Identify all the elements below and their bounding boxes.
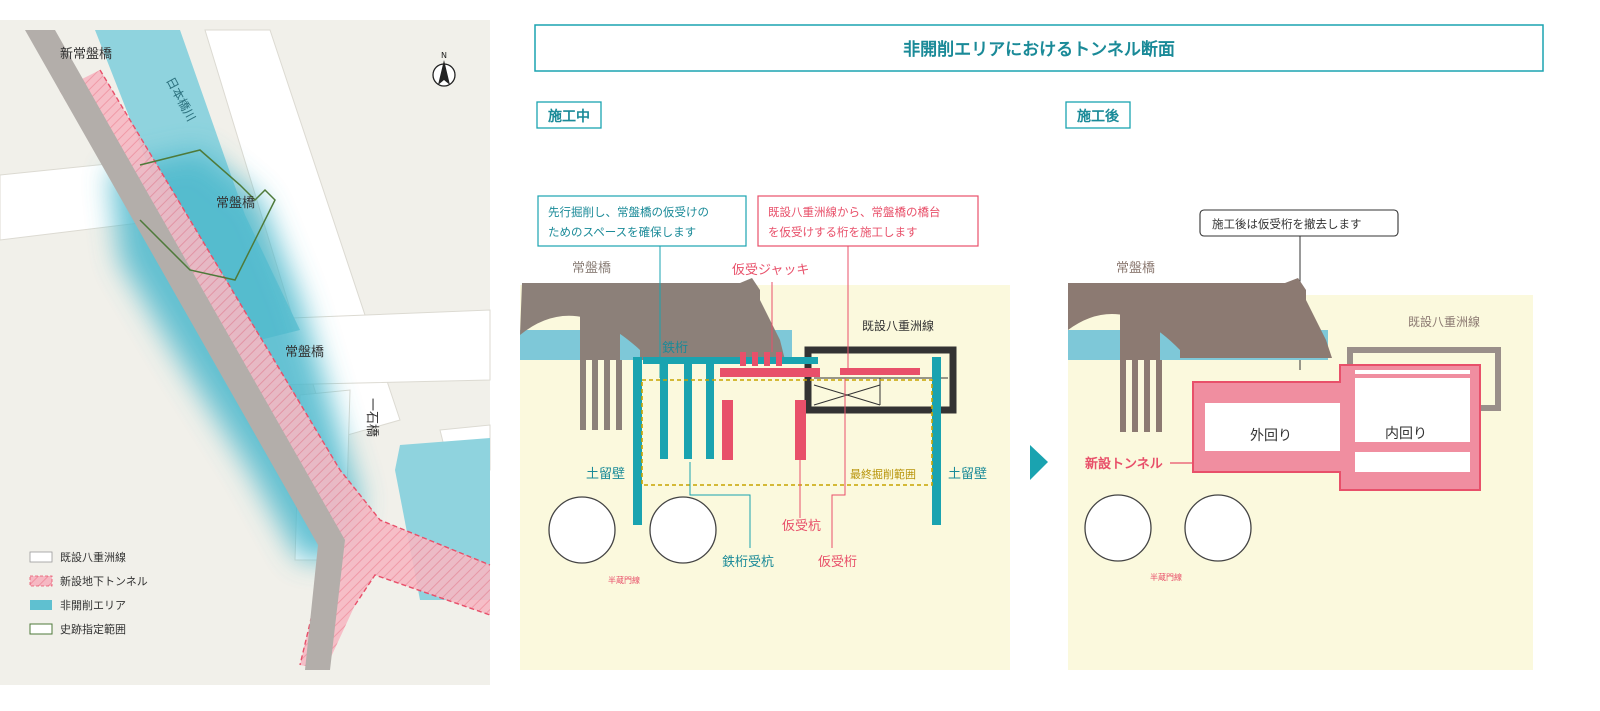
- during-note2-box: [757, 195, 979, 247]
- during-label-tokiwa: 常盤橋: [572, 261, 611, 276]
- after-construction-panel: 施工後 施工後は仮受桁を撤去します 常盤橋 既設八重洲線 外回り 内回り 新設ト…: [1065, 101, 1533, 670]
- after-label-new-tunnel: 新設トンネル: [1085, 456, 1163, 472]
- site-map: 新常盤橋 日本橋川 常盤橋 常盤橋 一石橋 N: [0, 20, 491, 685]
- label-tokiwa-bashi-mid: 常盤橋: [285, 345, 324, 360]
- during-bridge-left-pier: [580, 300, 620, 360]
- during-label-existing: 既設八重洲線: [862, 318, 934, 333]
- after-bridge-left-pier: [1120, 300, 1160, 360]
- during-temp-piles: [722, 400, 806, 460]
- during-hanzomon-left: [548, 496, 616, 564]
- legend-label-historic: 史跡指定範囲: [60, 622, 126, 636]
- during-tag-box: [536, 101, 602, 129]
- legend-label-new-tunnel: 新設地下トンネル: [60, 574, 148, 588]
- during-note1-line1: 先行掘削し、常盤橋の仮受けの: [548, 205, 709, 219]
- label-tokiwa-bashi-top: 常盤橋: [216, 196, 255, 211]
- title-box: [534, 24, 1544, 72]
- after-label-tokiwa: 常盤橋: [1116, 261, 1155, 276]
- during-existing-line: [804, 346, 957, 414]
- after-new-tunnel: [1192, 364, 1481, 491]
- after-inner-track: [1355, 378, 1470, 442]
- historic-site-outline: [139, 149, 276, 281]
- legend-label-non-excavation: 非開削エリア: [60, 598, 126, 612]
- during-label-steel-beam: 鉄桁: [662, 341, 688, 356]
- during-wall-left: [633, 357, 642, 525]
- after-bridge-piles: [1120, 360, 1162, 432]
- after-tag: 施工後: [1077, 108, 1120, 125]
- legend-swatch-non-excavation: [30, 600, 52, 610]
- page-title: 非開削エリアにおけるトンネル断面: [903, 39, 1175, 60]
- during-steel-beam: [643, 357, 818, 364]
- during-temp-girder-right: [840, 368, 920, 375]
- after-label-outer: 外回り: [1250, 428, 1292, 444]
- during-tag: 施工中: [548, 108, 590, 125]
- during-label-hanzomon: 半蔵門線: [608, 575, 640, 585]
- after-note: 施工後は仮受桁を撤去します: [1212, 217, 1362, 231]
- after-label-existing: 既設八重洲線: [1408, 314, 1480, 329]
- during-label-final-range: 最終掘削範囲: [850, 467, 916, 481]
- during-leader-lines: [659, 246, 849, 548]
- during-note2-line2: を仮受けする桁を施工します: [768, 225, 918, 239]
- during-note1-box: [537, 195, 747, 247]
- legend-swatch-new-tunnel: [29, 575, 53, 587]
- during-beam-piles: [660, 364, 714, 459]
- during-temp-girder: [720, 368, 820, 377]
- existing-yaesu-route: [25, 30, 345, 670]
- after-label-inner: 内回り: [1385, 426, 1427, 442]
- after-inner-lower: [1355, 452, 1470, 472]
- legend-label-existing: 既設八重洲線: [60, 550, 126, 564]
- during-bridge-piles: [580, 360, 622, 430]
- progress-arrow-icon: [1030, 445, 1048, 480]
- after-tokiwa-bridge: [1068, 278, 1332, 358]
- after-top-slot: [1355, 370, 1470, 374]
- during-label-beam-pile: 鉄桁受杭: [722, 555, 774, 570]
- during-label-jack: 仮受ジャッキ: [732, 263, 809, 278]
- during-label-wall-right: 土留壁: [948, 467, 987, 482]
- during-hanzomon-right: [649, 496, 717, 564]
- during-label-temp-girder: 仮受桁: [818, 555, 857, 570]
- after-hanzomon-right: [1184, 494, 1252, 562]
- legend-swatch-existing: [29, 551, 53, 563]
- north-label: N: [441, 51, 447, 60]
- during-final-excavation-range: [641, 379, 933, 486]
- during-label-wall-left: 土留壁: [586, 467, 625, 482]
- label-shin-tokiwa-bashi: 新常盤橋: [60, 46, 112, 62]
- legend-swatch-historic: [29, 623, 53, 635]
- after-hanzomon-left: [1084, 494, 1152, 562]
- during-construction-panel: 施工中 先行掘削し、常盤橋の仮受けの ためのスペースを確保します 既設八重洲線か…: [520, 101, 1010, 670]
- during-tokiwa-bridge: [520, 278, 785, 360]
- during-jacks: [740, 352, 782, 366]
- during-wall-right: [932, 357, 941, 525]
- during-label-temp-pile: 仮受杭: [782, 519, 821, 534]
- after-note-box: [1199, 209, 1399, 237]
- north-arrow-icon: N: [432, 51, 456, 87]
- after-outer-track: [1205, 403, 1340, 451]
- during-note1-line2: ためのスペースを確保します: [548, 225, 696, 239]
- after-label-hanzomon: 半蔵門線: [1150, 572, 1182, 582]
- during-note2-line1: 既設八重洲線から、常盤橋の橋台: [768, 205, 941, 219]
- label-ikkoku-bashi: 一石橋: [364, 398, 379, 437]
- after-tag-box: [1065, 101, 1131, 129]
- map-legend: 既設八重洲線 新設地下トンネル 非開削エリア 史跡指定範囲: [29, 550, 148, 636]
